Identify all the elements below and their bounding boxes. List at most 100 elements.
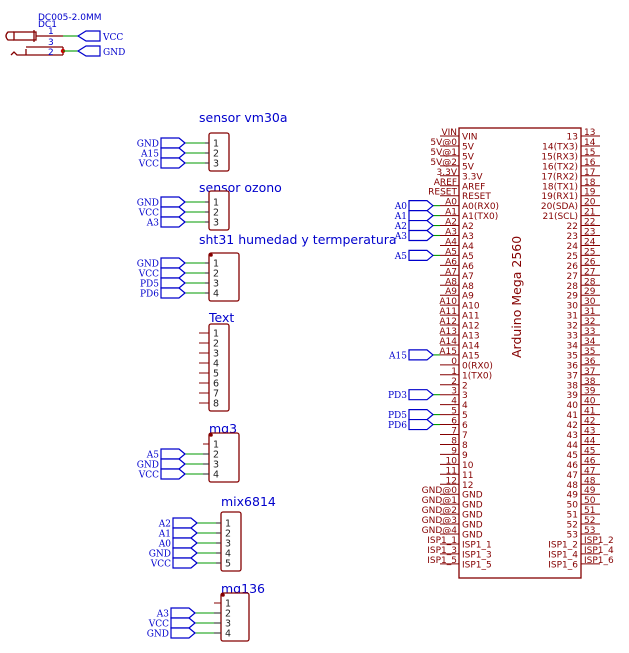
net-label-a5[interactable]: A5: [394, 250, 433, 262]
net-label-text: PD5: [140, 280, 159, 290]
pin-name: 8: [462, 441, 468, 451]
pin1-marker: [209, 253, 213, 257]
net-label-gnd[interactable]: [78, 46, 100, 56]
net-label-shape: [173, 518, 197, 528]
pin-number: ISP1_4: [584, 546, 614, 556]
pin-name: 28: [567, 282, 579, 292]
net-label-shape: [161, 469, 185, 479]
net-label-text: A1: [158, 530, 171, 540]
pin-number: 3.3V: [437, 168, 458, 178]
pin-name: 27: [567, 272, 578, 282]
pin-name: ISP1_4: [548, 550, 578, 560]
net-label-shape: [161, 268, 185, 278]
pin-number: 29: [584, 287, 596, 297]
jack-pin-3: 3: [48, 38, 54, 48]
net-label-a3[interactable]: A3: [146, 217, 185, 229]
net-label-shape: [173, 528, 197, 538]
net-label-shape: [409, 201, 433, 211]
pin-name: 24: [567, 242, 579, 252]
pin-number: 41: [584, 407, 595, 417]
net-label-vcc[interactable]: VCC: [138, 469, 185, 481]
pin-number: 31: [584, 307, 595, 317]
net-label-text: VCC: [138, 209, 159, 219]
pin-number: 52: [584, 516, 595, 526]
net-label-a3[interactable]: A3: [394, 231, 433, 243]
pin-number: 6: [451, 417, 457, 427]
pin-name: 4: [462, 401, 468, 411]
jack-barrel: [6, 32, 14, 40]
pin-number: A5: [445, 247, 457, 257]
pin-number: 16: [584, 158, 596, 168]
pin-name: 33: [567, 332, 578, 342]
pin-name: ISP1_6: [548, 560, 578, 570]
pin-name: 5V: [462, 152, 475, 162]
pin-name: 44: [567, 441, 579, 451]
net-label-gnd[interactable]: GND: [147, 628, 195, 640]
pin-name: A15: [462, 351, 480, 361]
pin-number: 36: [584, 357, 596, 367]
net-label-shape: [173, 538, 197, 548]
pin-number: ISP1_3: [427, 546, 457, 556]
net-label-text: VCC: [138, 270, 159, 280]
pin-number: A8: [445, 277, 457, 287]
pin-name: 21(SCL): [543, 212, 579, 222]
pin-number: 48: [584, 476, 596, 486]
sensor-sht31-humedad-y-termperatura[interactable]: sht31 humedad y termperatura1GND2VCC3PD5…: [137, 232, 397, 301]
net-label-a15[interactable]: A15: [388, 350, 433, 362]
net-label-vcc[interactable]: VCC: [150, 558, 197, 570]
pin-name: 10: [462, 461, 474, 471]
pin-number: A7: [445, 267, 457, 277]
sensor-mq3[interactable]: mq312A53GND4VCC: [137, 421, 239, 482]
net-label-shape: [161, 459, 185, 469]
pin-name: 39: [567, 391, 579, 401]
pin-number: 5: [225, 559, 231, 570]
pin-number: A4: [445, 237, 457, 247]
pin-name: 34: [567, 341, 579, 351]
net-label-vcc[interactable]: VCC: [138, 158, 185, 170]
pin-name: GND: [462, 501, 483, 511]
pin-number: 53: [584, 526, 595, 536]
net-label-shape: [161, 148, 185, 158]
jack-sleeve-line: [11, 52, 63, 55]
pin-name: GND: [462, 491, 483, 501]
net-label-shape: [409, 420, 433, 430]
pin-name: 32: [567, 322, 578, 332]
pin-name: 43: [567, 431, 578, 441]
pin-number: A1: [445, 208, 457, 218]
pin-number: ISP1_1: [427, 536, 457, 546]
pin-name: 30: [567, 302, 579, 312]
net-label-vcc[interactable]: [78, 31, 100, 41]
net-label-shape: [409, 211, 433, 221]
pin-number: 40: [584, 397, 596, 407]
pin-number: 46: [584, 456, 596, 466]
pin-number: 38: [584, 377, 596, 387]
pin-name: 46: [567, 461, 579, 471]
net-label-text: GND: [137, 140, 159, 150]
arduino-mega-symbol[interactable]: Arduino Mega 2560 VINVIN5V@05V5V@15V5V@2…: [388, 128, 614, 578]
pin-number: 11: [446, 466, 457, 476]
pin-number: GND@4: [422, 526, 458, 536]
pin-number: 17: [584, 168, 595, 178]
net-label-pd6[interactable]: PD6: [388, 420, 433, 432]
pin-name: 25: [567, 252, 578, 262]
power-jack-dc1[interactable]: DC005-2.0MM DC1 1 3 2 VCC GND: [6, 13, 125, 58]
pin-number: 28: [584, 277, 596, 287]
pin-name: RESET: [462, 192, 491, 202]
sensor-sensor-vm30a[interactable]: sensor vm30a1GND2A153VCC: [137, 110, 288, 171]
net-label-pd6[interactable]: PD6: [140, 288, 185, 300]
pin-number: 51: [584, 506, 595, 516]
pin-name: 15(RX3): [541, 152, 578, 162]
pin-name: 5: [462, 411, 468, 421]
sensor-mq136[interactable]: mq13612A33VCC4GND: [147, 581, 265, 641]
sensor-text[interactable]: Text12345678: [199, 310, 234, 411]
net-label-pd3[interactable]: PD3: [388, 390, 433, 402]
sensor-sensor-ozono[interactable]: sensor ozono1GND2VCC3A3: [137, 180, 282, 230]
net-label-shape: [409, 410, 433, 420]
pin-number: 23: [584, 228, 595, 238]
pin-name: 5V: [462, 162, 475, 172]
sensor-mix6814[interactable]: mix68141A22A13A04GND5VCC: [149, 494, 276, 571]
pin-name: ISP1_5: [462, 560, 492, 570]
pin-number: 50: [584, 496, 596, 506]
net-label-shape: [173, 558, 197, 568]
pin-name: A2: [462, 222, 474, 232]
